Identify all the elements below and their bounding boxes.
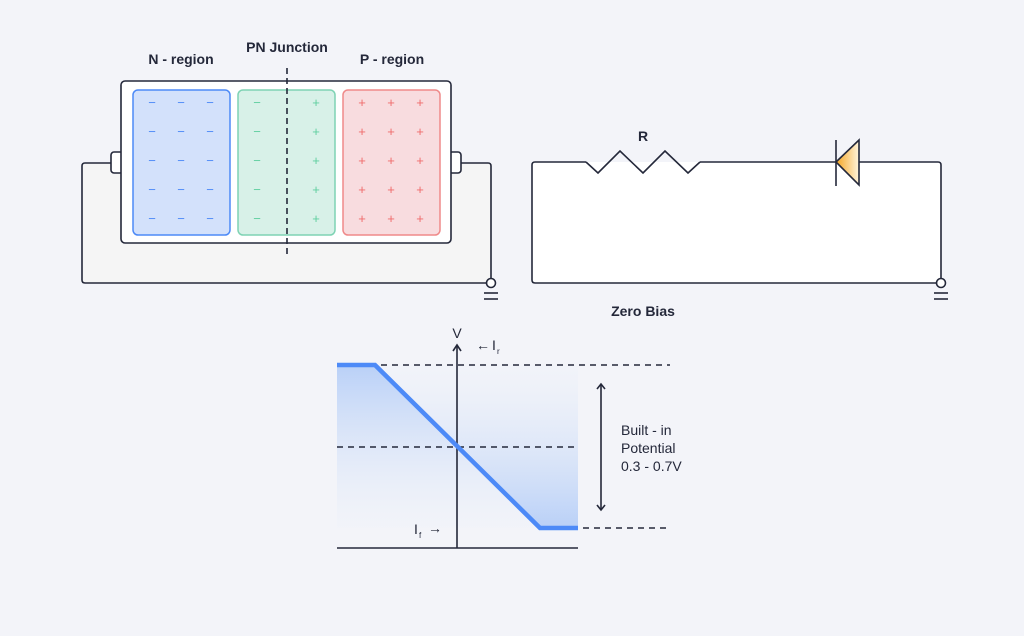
resistor-icon — [585, 149, 701, 175]
positive-charge-sign: + — [387, 95, 395, 110]
ir-arrow: ← — [476, 337, 490, 353]
positive-charge-sign: + — [387, 153, 395, 168]
negative-charge-sign: − — [206, 124, 214, 139]
ir-label: I — [492, 337, 496, 353]
if-arrow: → — [428, 520, 442, 536]
potential-curve — [337, 362, 578, 531]
positive-charge-sign: + — [312, 153, 320, 168]
positive-charge-sign: + — [358, 211, 366, 226]
charge-signs: − − − − − − − − − − − − − − − − + − + − + − + − + + + + + + + + + + + + + + + + — [148, 95, 424, 226]
circuit-wire — [531, 161, 942, 284]
potential-fill-right — [375, 365, 578, 528]
positive-charge-sign: + — [387, 124, 395, 139]
diode-icon — [834, 138, 860, 187]
negative-charge-sign: − — [253, 95, 261, 110]
negative-charge-sign: − — [253, 153, 261, 168]
negative-charge-sign: − — [253, 182, 261, 197]
negative-charge-sign: − — [148, 211, 156, 226]
positive-charge-sign: + — [387, 211, 395, 226]
resistor-label: R — [638, 128, 648, 144]
positive-charge-sign: + — [416, 95, 424, 110]
positive-charge-sign: + — [416, 182, 424, 197]
negative-charge-sign: − — [177, 124, 185, 139]
positive-charge-sign: + — [387, 182, 395, 197]
negative-charge-sign: − — [148, 124, 156, 139]
v-axis-arrowhead — [452, 343, 462, 352]
negative-charge-sign: − — [206, 211, 214, 226]
n-region-box — [132, 89, 231, 236]
pn-junction-block: − − − − − − − − − − − − − − − − + − + − + − + − + + + + + + + + + + + + + + + +… — [81, 39, 498, 300]
ground-terminal — [935, 277, 947, 289]
if-label: I — [414, 521, 418, 537]
ground-terminal — [485, 277, 497, 289]
negative-charge-sign: − — [206, 153, 214, 168]
negative-charge-sign: − — [206, 95, 214, 110]
negative-charge-sign: − — [177, 211, 185, 226]
negative-charge-sign: − — [148, 182, 156, 197]
built-in-label-line1: Built - in — [621, 422, 672, 438]
negative-charge-sign: − — [253, 124, 261, 139]
ground-icon — [484, 292, 498, 300]
negative-charge-sign: − — [177, 95, 185, 110]
zero-bias-label: Zero Bias — [611, 303, 675, 319]
built-in-label-line3: 0.3 - 0.7V — [621, 458, 682, 474]
negative-charge-sign: − — [148, 95, 156, 110]
positive-charge-sign: + — [416, 153, 424, 168]
if-subscript: f — [419, 531, 422, 540]
ir-subscript: r — [497, 347, 500, 356]
v-axis-label: V — [452, 325, 462, 341]
positive-charge-sign: + — [358, 153, 366, 168]
positive-charge-sign: + — [358, 182, 366, 197]
positive-charge-sign: + — [312, 182, 320, 197]
ground-icon — [934, 292, 948, 300]
negative-charge-sign: − — [253, 211, 261, 226]
negative-charge-sign: − — [148, 153, 156, 168]
positive-charge-sign: + — [312, 95, 320, 110]
positive-charge-sign: + — [312, 211, 320, 226]
n-region-label: N - region — [148, 51, 213, 67]
negative-charge-sign: − — [177, 153, 185, 168]
negative-charge-sign: − — [177, 182, 185, 197]
built-in-label-line2: Potential — [621, 440, 675, 456]
pn-junction-label: PN Junction — [246, 39, 328, 55]
positive-charge-sign: + — [358, 124, 366, 139]
positive-charge-sign: + — [312, 124, 320, 139]
negative-charge-sign: − — [206, 182, 214, 197]
p-region-label: P - region — [360, 51, 424, 67]
p-region-box — [342, 89, 441, 236]
positive-charge-sign: + — [358, 95, 366, 110]
zero-bias-circuit: R Zero Bias — [531, 128, 948, 319]
potential-graph: V ← I r I f → Built - in Potential 0.3 -… — [337, 325, 682, 549]
built-in-double-arrow — [596, 382, 606, 512]
positive-charge-sign: + — [416, 124, 424, 139]
positive-charge-sign: + — [416, 211, 424, 226]
